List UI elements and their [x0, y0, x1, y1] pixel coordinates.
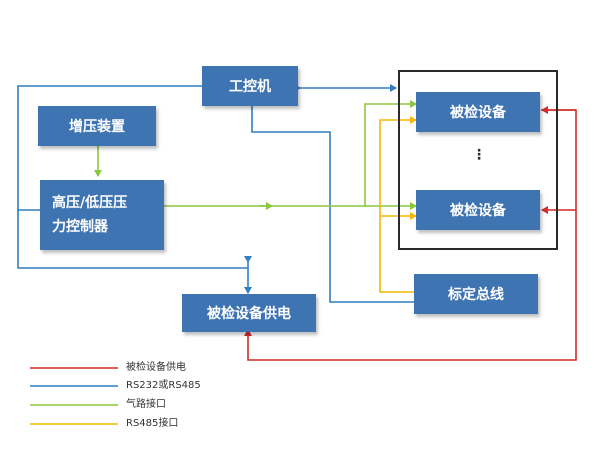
dut-power-box: 被检设备供电 [182, 294, 316, 332]
booster-label: 增压装置 [69, 119, 125, 135]
legend-label-air: 气路接口 [126, 399, 166, 411]
calibration-bus-label: 标定总线 [448, 287, 504, 303]
legend-air-text: 气路接口 [126, 399, 166, 410]
legend-label-rs485: RS485接口 [126, 418, 178, 430]
industrial-pc-box: 工控机 [202, 66, 298, 106]
booster-box: 增压装置 [38, 106, 156, 146]
ellipsis-text: ⋮ [472, 147, 486, 163]
legend-power-text: 被检设备供电 [126, 362, 186, 373]
serial-lines [17, 84, 414, 303]
legend-lines [30, 367, 118, 425]
dut-group-frame [398, 70, 558, 250]
legend-label-power: 被检设备供电 [126, 362, 186, 374]
dut-bottom-label: 被检设备 [450, 203, 506, 219]
legend-rs485-text: RS485接口 [126, 418, 179, 429]
calibration-bus-box: 标定总线 [414, 274, 538, 314]
dut-top-label: 被检设备 [450, 105, 506, 121]
pressure-controller-box: 高压/低压压 力控制器 [40, 180, 164, 250]
dut-box-top: 被检设备 [416, 92, 540, 132]
ellipsis-dots: ⋮ [472, 148, 486, 162]
legend-serial-text: RS232或RS485 [126, 380, 201, 391]
dut-box-bottom: 被检设备 [416, 190, 540, 230]
legend-label-serial: RS232或RS485 [126, 380, 201, 392]
industrial-pc-label: 工控机 [229, 79, 271, 95]
pressure-controller-label: 高压/低压压 力控制器 [52, 195, 128, 235]
dut-power-label: 被检设备供电 [207, 306, 291, 322]
power-lines [244, 106, 577, 361]
